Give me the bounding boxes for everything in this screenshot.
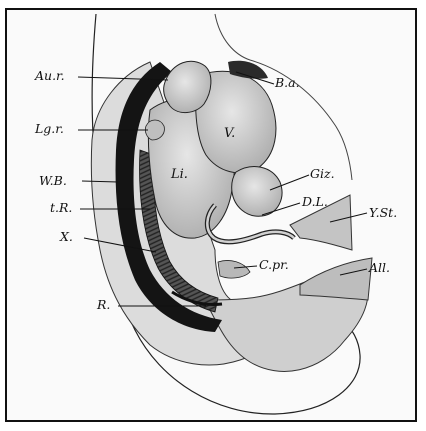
label-yst: Y.St. xyxy=(369,205,397,220)
label-all: All. xyxy=(368,260,390,275)
label-giz: Giz. xyxy=(310,166,335,181)
label-dl: D.L. xyxy=(301,194,328,209)
label-ba: B.a. xyxy=(274,75,300,90)
label-r: R. xyxy=(96,297,110,312)
label-lgr: Lg.r. xyxy=(34,121,64,136)
label-cpr: C.pr. xyxy=(259,257,289,272)
label-tr: t.R. xyxy=(50,200,72,215)
label-wb: W.B. xyxy=(39,173,67,188)
label-li: Li. xyxy=(170,167,188,182)
label-x: X. xyxy=(59,229,73,244)
label-aur: Au.r. xyxy=(34,68,65,83)
label-v: V. xyxy=(224,126,235,141)
